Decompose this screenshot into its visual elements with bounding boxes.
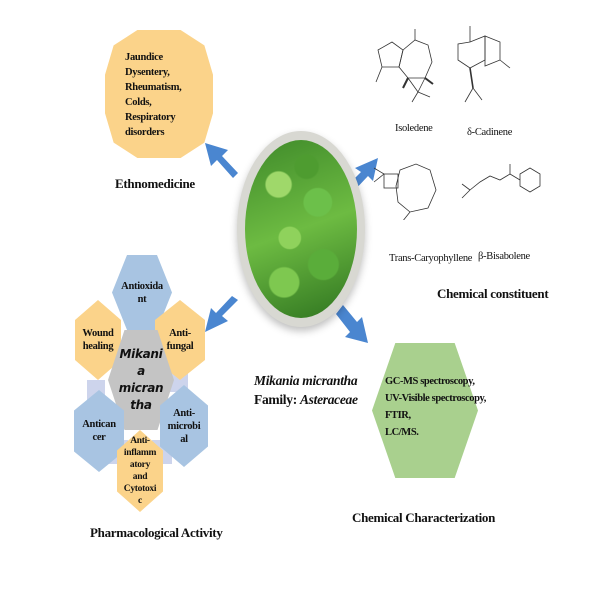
ethnomedicine-title: Ethnomedicine [115, 176, 195, 191]
method-item: FTIR, [385, 410, 411, 421]
chemical-structures [373, 26, 541, 220]
ethnomedicine-list: Jaundice Dysentery, Rheumatism, Colds, R… [125, 50, 215, 140]
method-item: GC-MS spectroscopy, [385, 376, 475, 387]
family-name: Asteraceae [299, 392, 358, 407]
ethno-item: Colds, [125, 97, 152, 108]
compound-name: Isoledene [395, 123, 433, 134]
characterization-hexagon [372, 343, 478, 478]
bisabolene-structure-icon [461, 164, 541, 199]
isoledene-structure-icon [375, 29, 434, 103]
arrow-down-right-icon [336, 305, 368, 343]
ethno-item: Jaundice [125, 52, 163, 63]
ethno-item: Dysentery, [125, 67, 170, 78]
ethno-item: Respiratory [125, 112, 176, 123]
ethnomedicine-dodecagon [105, 30, 213, 158]
arrow-up-left-icon [205, 143, 238, 178]
method-item: UV-Visible spectroscopy, [385, 393, 487, 404]
chemical-characterization-title: Chemical Characterization [352, 510, 496, 525]
chemical-constituent-title: Chemical constituent [437, 286, 549, 301]
species-block: Mikania micrantha Family: Asteraceae [254, 371, 358, 409]
arrow-down-left-icon [205, 296, 238, 332]
caryophyllene-structure-icon [373, 163, 437, 220]
pharmacological-activity-title: Pharmacological Activity [90, 525, 223, 540]
compound-name: δ-Cadinene [467, 127, 513, 138]
ethno-item: disorders [125, 127, 165, 138]
compound-name: β-Bisabolene [478, 251, 530, 262]
method-item: LC/MS. [385, 427, 419, 438]
compound-name: Trans-Caryophyllene [389, 253, 473, 264]
family-label: Family: [254, 392, 300, 407]
characterization-methods: GC-MS spectroscopy, UV-Visible spectrosc… [385, 373, 486, 441]
plant-photo [245, 140, 357, 318]
ethno-item: Rheumatism, [125, 82, 182, 93]
cadinene-structure-icon [457, 26, 511, 103]
species-name: Mikania micrantha [254, 373, 358, 388]
